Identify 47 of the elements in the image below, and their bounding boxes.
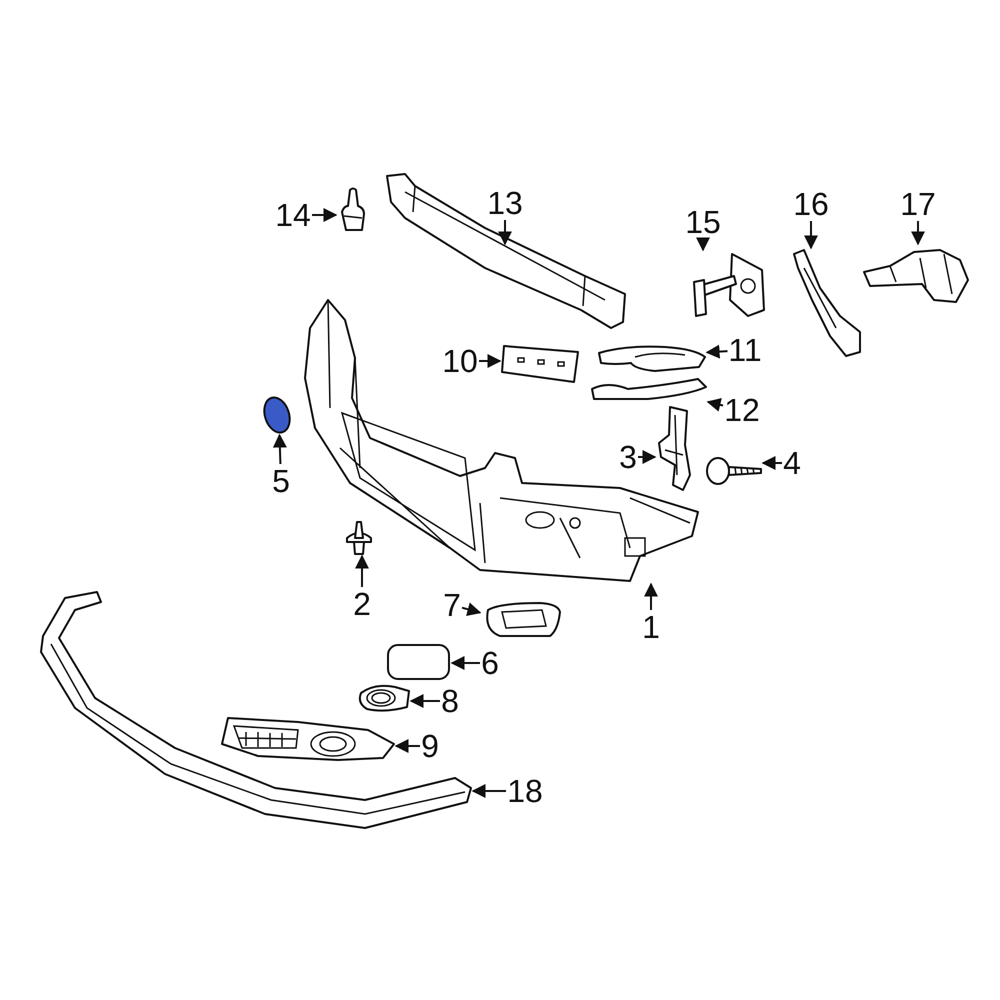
- leader-arrow: [312, 208, 338, 222]
- callout-number: 2: [352, 587, 372, 621]
- callout-number: 18: [506, 774, 544, 808]
- leader-arrow: [462, 602, 482, 616]
- callout-number: 3: [618, 440, 638, 474]
- leader-arrow: [355, 554, 369, 587]
- callout-number: 13: [486, 186, 524, 220]
- callout-number: 15: [684, 205, 722, 239]
- leader-arrow: [394, 739, 420, 753]
- leader-arrow: [272, 434, 287, 464]
- oval-cap-drawing: [262, 395, 292, 435]
- leader-arrow: [804, 221, 818, 250]
- callout-number: 11: [728, 333, 762, 367]
- callout-number: 10: [441, 344, 479, 378]
- leader-arrow: [638, 450, 656, 464]
- leader-arrow: [498, 220, 512, 246]
- bolt-drawing: [705, 455, 763, 487]
- callout-number: 6: [480, 646, 500, 680]
- plate-drawing: [500, 342, 580, 384]
- callout-number: 14: [274, 198, 312, 232]
- callout-number: 9: [420, 729, 440, 763]
- cap-drawing: [385, 642, 452, 682]
- leader-arrow: [472, 784, 506, 798]
- callout-number: 4: [782, 446, 802, 480]
- callout-number: 1: [641, 610, 661, 644]
- leader-arrow: [706, 344, 728, 359]
- leader-arrow: [479, 354, 502, 368]
- leader-arrow: [762, 456, 782, 470]
- trim-drawing: [588, 375, 708, 403]
- callout-number: 12: [723, 393, 761, 427]
- grille-drawing: [218, 714, 396, 762]
- bracket-drawing: [790, 248, 862, 358]
- leader-arrow: [410, 694, 440, 708]
- leader-arrow: [644, 582, 658, 610]
- leader-arrow: [450, 656, 480, 670]
- trim-drawing: [595, 343, 707, 373]
- leader-arrow: [696, 237, 710, 252]
- callout-number: 7: [442, 588, 462, 622]
- reinforcement-beam-drawing: [385, 172, 628, 332]
- callout-number: 8: [440, 684, 460, 718]
- callout-number: 17: [899, 187, 937, 221]
- leader-arrow: [911, 221, 925, 246]
- bracket-drawing: [655, 405, 692, 492]
- leader-arrow: [706, 398, 724, 412]
- callout-number: 5: [271, 464, 291, 498]
- callout-number: 16: [792, 187, 830, 221]
- clip-drawing: [345, 520, 373, 556]
